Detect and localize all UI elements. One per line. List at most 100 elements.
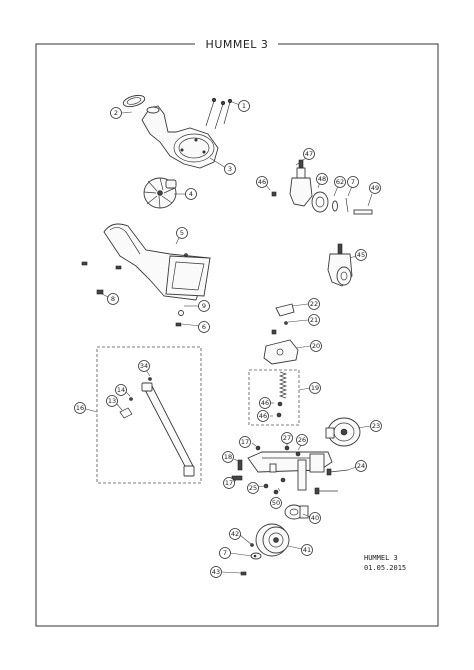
handle-group-box <box>96 346 202 484</box>
callout-49: 49 <box>369 182 381 194</box>
svg-text:18: 18 <box>224 453 232 461</box>
svg-text:23: 23 <box>372 422 380 430</box>
svg-text:43: 43 <box>212 568 220 576</box>
svg-text:13: 13 <box>108 397 116 405</box>
svg-text:46: 46 <box>258 178 266 186</box>
callout-42: 42 <box>229 528 241 540</box>
svg-text:62: 62 <box>336 178 344 186</box>
part-spring <box>276 371 288 418</box>
part-screws-left <box>81 261 184 327</box>
part-bolt-lower <box>314 487 338 495</box>
part-axle-assembly <box>231 445 333 495</box>
callout-3: 3 <box>224 163 236 175</box>
svg-text:20: 20 <box>312 342 320 350</box>
svg-text:42: 42 <box>231 530 239 538</box>
part-wheel-right <box>325 417 361 447</box>
svg-text:47: 47 <box>305 150 313 158</box>
callout-13: 13 <box>106 395 118 407</box>
callout-23: 23 <box>370 420 382 432</box>
callout-2: 2 <box>110 107 122 119</box>
svg-text:49: 49 <box>371 184 379 192</box>
part-caster-upper <box>271 159 373 215</box>
svg-text:7: 7 <box>223 549 227 557</box>
svg-text:17: 17 <box>241 438 249 446</box>
svg-text:41: 41 <box>303 546 311 554</box>
callout-48: 48 <box>316 173 328 185</box>
svg-text:48: 48 <box>318 175 326 183</box>
svg-text:46: 46 <box>261 399 269 407</box>
part-wheel-lower <box>255 523 290 557</box>
callout-62: 62 <box>334 176 346 188</box>
svg-text:25: 25 <box>249 484 257 492</box>
callout-40: 40 <box>309 512 321 524</box>
svg-text:4: 4 <box>189 190 193 198</box>
callout-17-bottom: 17 <box>223 477 235 489</box>
svg-text:2: 2 <box>114 109 118 117</box>
callout-19: 19 <box>309 382 321 394</box>
svg-text:27: 27 <box>283 434 291 442</box>
callout-18: 18 <box>222 451 234 463</box>
callout-8: 8 <box>107 293 119 305</box>
svg-text:6: 6 <box>202 323 206 331</box>
callout-41: 41 <box>301 544 313 556</box>
part-hub <box>284 504 309 520</box>
part-handle <box>119 377 195 477</box>
callout-14: 14 <box>115 384 127 396</box>
svg-text:14: 14 <box>117 386 125 394</box>
svg-text:1: 1 <box>242 102 246 110</box>
callout-46-top: 46 <box>256 176 268 188</box>
svg-text:19: 19 <box>311 384 319 392</box>
callout-43: 43 <box>210 566 222 578</box>
callout-46-low: 46 <box>257 410 269 422</box>
part-bolt-24 <box>326 468 349 476</box>
callout-24: 24 <box>355 460 367 472</box>
callout-46-mid: 46 <box>259 397 271 409</box>
callout-9: 9 <box>198 300 210 312</box>
callout-17-top: 17 <box>239 436 251 448</box>
svg-text:3: 3 <box>228 165 232 173</box>
svg-text:16: 16 <box>76 404 84 412</box>
svg-text:45: 45 <box>357 251 365 259</box>
part-ring <box>122 94 146 108</box>
callout-50: 50 <box>270 497 282 509</box>
callout-47: 47 <box>303 148 315 160</box>
callout-6: 6 <box>198 321 210 333</box>
callout-21: 21 <box>308 314 320 326</box>
svg-text:40: 40 <box>311 514 319 522</box>
part-blower-spout <box>103 223 211 301</box>
stamp-date: 01.05.2015 <box>364 564 406 572</box>
part-fan-impeller <box>143 177 177 209</box>
svg-text:50: 50 <box>272 499 280 507</box>
svg-text:26: 26 <box>298 436 306 444</box>
callout-7-top: 7 <box>347 176 359 188</box>
callout-7-bottom: 7 <box>219 547 231 559</box>
part-caster-lower <box>327 243 353 287</box>
sheet-frame <box>35 43 439 627</box>
callout-26: 26 <box>296 434 308 446</box>
callout-25: 25 <box>247 482 259 494</box>
stamp-model: HUMMEL 3 <box>364 554 398 562</box>
svg-text:9: 9 <box>202 302 206 310</box>
part-fan-housing <box>141 105 219 169</box>
callout-20: 20 <box>310 340 322 352</box>
spring-group-box <box>248 369 300 426</box>
part-bracket <box>263 303 299 365</box>
sheet-title: HUMMEL 3 <box>206 38 269 51</box>
svg-text:17: 17 <box>225 479 233 487</box>
svg-text:21: 21 <box>310 316 318 324</box>
svg-text:24: 24 <box>357 462 365 470</box>
callout-45: 45 <box>355 249 367 261</box>
svg-text:46: 46 <box>259 412 267 420</box>
svg-text:22: 22 <box>310 300 318 308</box>
part-bolts <box>205 97 233 130</box>
callout-27: 27 <box>281 432 293 444</box>
callout-5: 5 <box>176 227 188 239</box>
callout-34: 34 <box>138 360 150 372</box>
svg-text:8: 8 <box>111 295 115 303</box>
callout-4: 4 <box>185 188 197 200</box>
svg-text:34: 34 <box>140 362 148 370</box>
svg-text:7: 7 <box>351 178 355 186</box>
callout-22: 22 <box>308 298 320 310</box>
svg-text:5: 5 <box>180 229 184 237</box>
